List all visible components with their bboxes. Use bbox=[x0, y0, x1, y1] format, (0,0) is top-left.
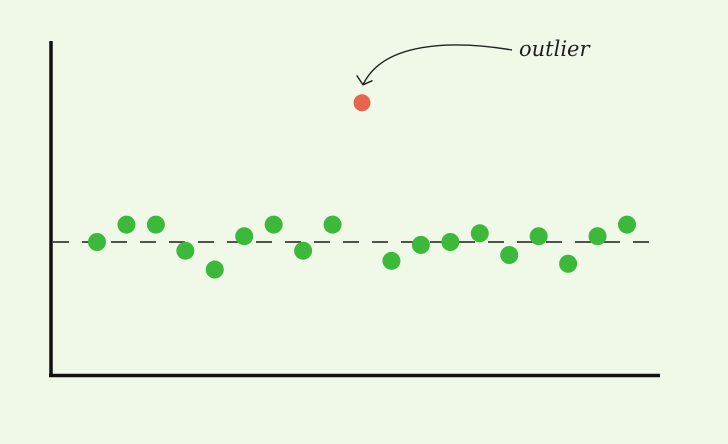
data-point bbox=[382, 251, 401, 270]
data-point bbox=[470, 224, 489, 243]
annotation-label: outlier bbox=[519, 37, 591, 61]
data-point bbox=[294, 241, 313, 260]
data-point bbox=[529, 227, 548, 246]
data-point bbox=[588, 227, 607, 246]
annotation-arrowhead-icon bbox=[356, 75, 373, 86]
data-point bbox=[146, 215, 165, 234]
data-point bbox=[618, 215, 636, 234]
data-point bbox=[176, 241, 195, 260]
data-point bbox=[441, 233, 460, 251]
data-points bbox=[88, 94, 636, 279]
axes bbox=[49, 41, 660, 378]
data-point bbox=[88, 233, 106, 251]
data-point bbox=[235, 227, 254, 246]
outlier-point bbox=[353, 94, 371, 112]
data-point bbox=[500, 246, 519, 265]
data-point bbox=[411, 235, 430, 254]
annotation-arrow bbox=[362, 44, 513, 86]
data-point bbox=[264, 215, 283, 234]
data-point bbox=[117, 215, 136, 234]
data-point bbox=[205, 260, 224, 279]
data-point bbox=[559, 254, 578, 273]
annotation-group: outlier bbox=[356, 37, 591, 86]
data-point bbox=[323, 215, 342, 234]
